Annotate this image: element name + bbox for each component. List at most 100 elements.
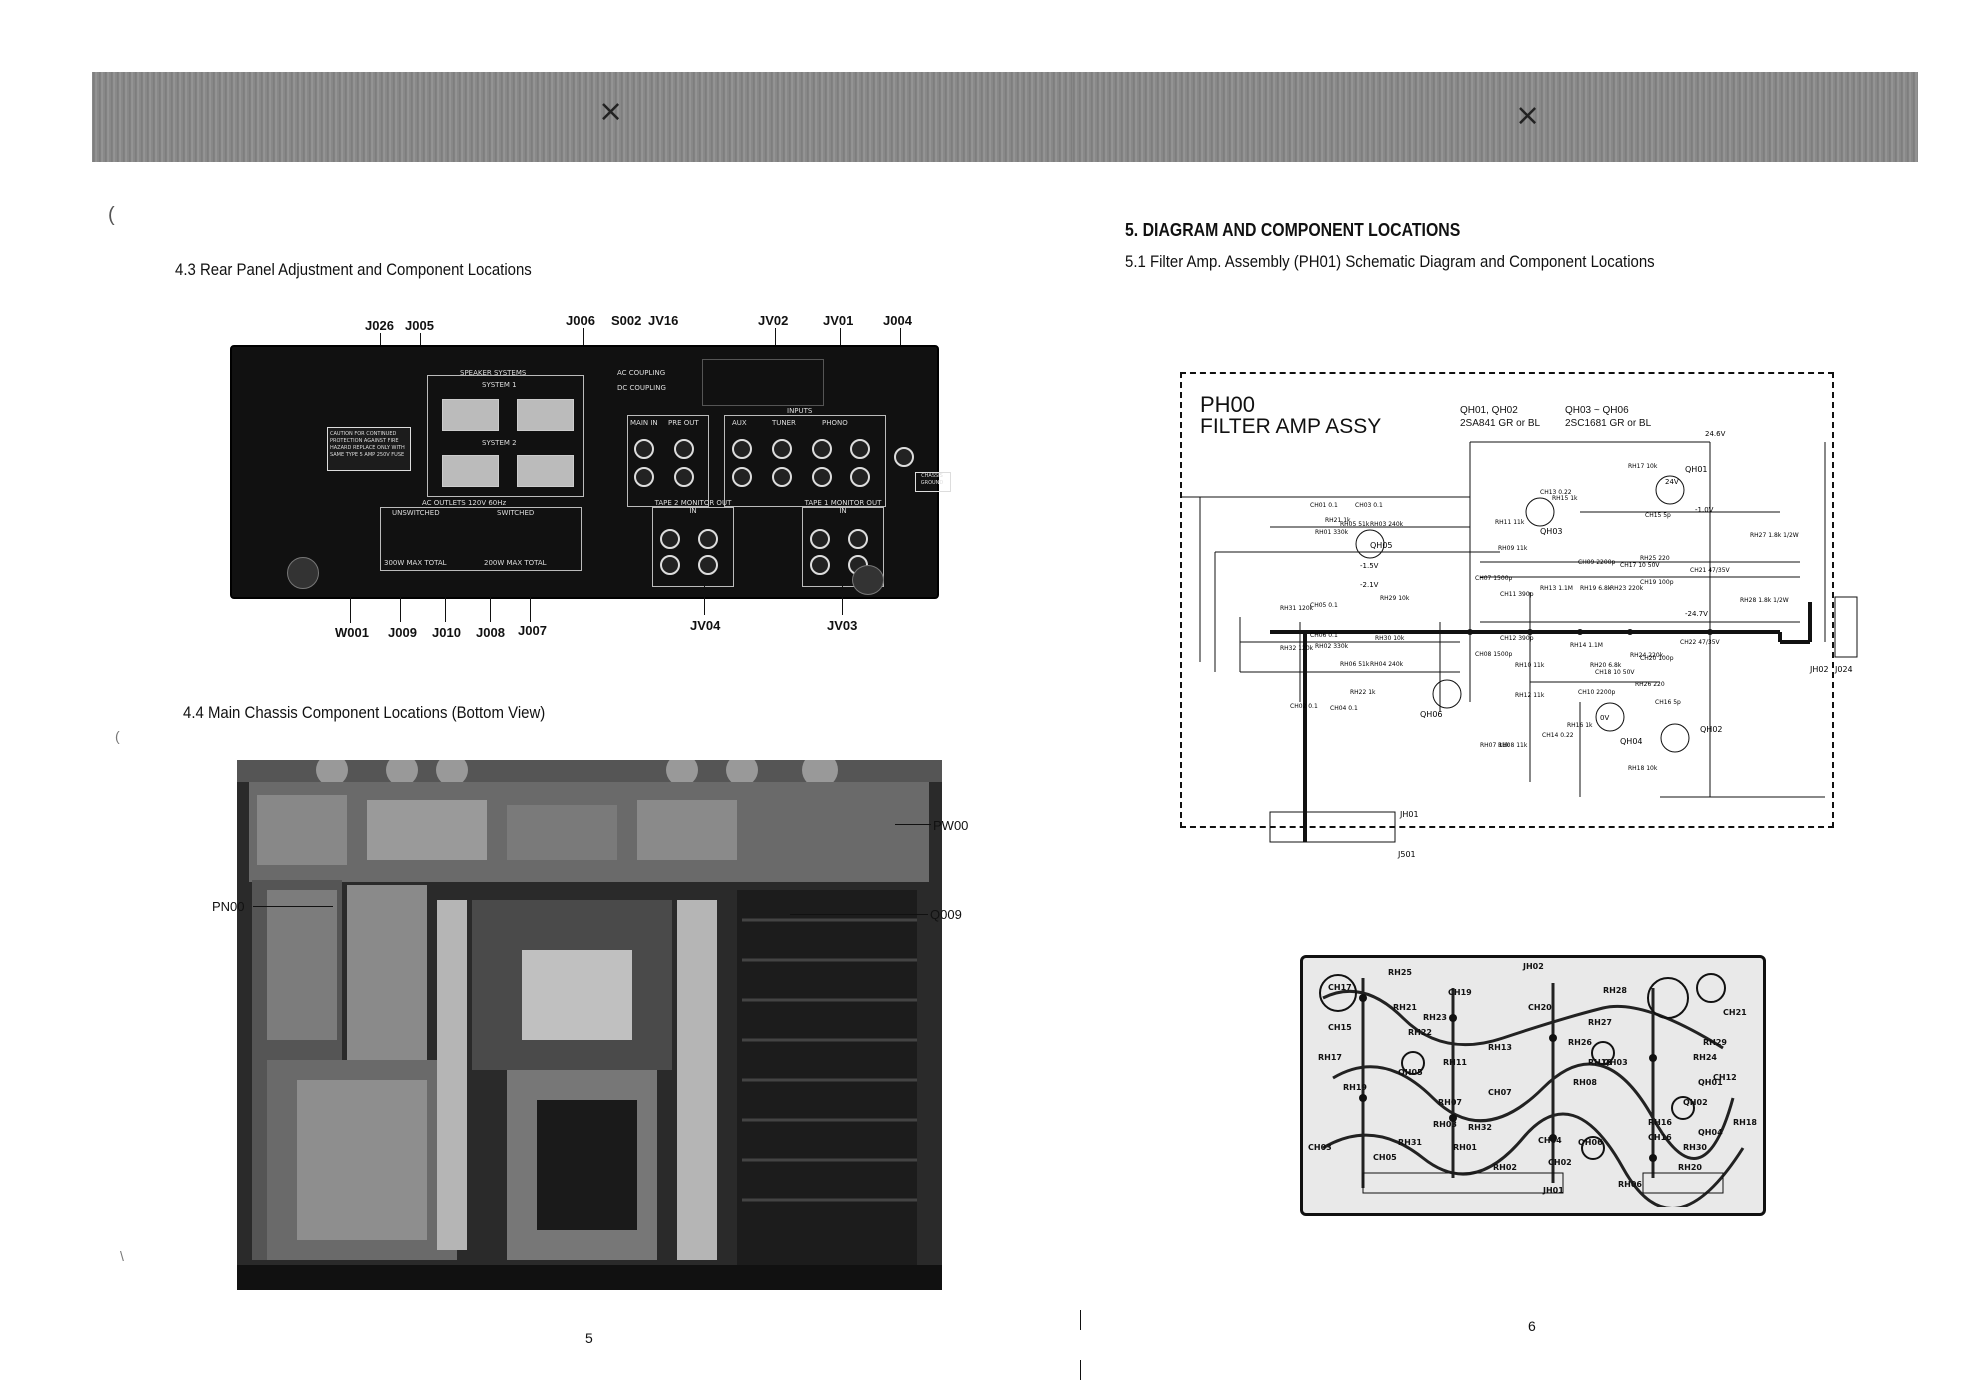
stray-mark-3: \ bbox=[120, 1248, 124, 1264]
pcb-label-ch21: CH21 bbox=[1723, 1008, 1747, 1017]
pcb-label-rh16: RH16 bbox=[1648, 1118, 1672, 1127]
connector-label-jh02: JH02 bbox=[1809, 665, 1829, 674]
comp-label-ch21: CH21 47/35V bbox=[1690, 567, 1731, 574]
connector-label-j024: J024 bbox=[1834, 665, 1853, 674]
pcb-label-rh25: RH25 bbox=[1388, 968, 1412, 977]
comp-label-ch18: CH18 10 50V bbox=[1595, 669, 1635, 676]
pcb-label-jh02: JH02 bbox=[1523, 962, 1544, 971]
fold-mark-1 bbox=[1080, 1310, 1081, 1330]
main-in-text: MAIN IN bbox=[630, 419, 658, 427]
pcb-label-ch15: CH15 bbox=[1328, 1023, 1352, 1032]
jack-tape2-in-l bbox=[698, 529, 718, 549]
chassis-bottom-view-photo bbox=[237, 752, 942, 1290]
system1-text: SYSTEM 1 bbox=[482, 381, 517, 389]
section-4-4-title: 4.4 Main Chassis Component Locations (Bo… bbox=[183, 703, 546, 722]
fold-mark-2 bbox=[1080, 1360, 1081, 1380]
page-number-right: 6 bbox=[1528, 1318, 1536, 1334]
pcb-label-ch12: CH12 bbox=[1713, 1073, 1737, 1082]
transistor-label-qh02: QH02 bbox=[1700, 725, 1723, 734]
comp-label-rh25: RH25 220 bbox=[1640, 555, 1670, 562]
chassis-ground-terminal bbox=[894, 447, 914, 467]
brand-plate bbox=[702, 359, 824, 406]
jack-phono1-r bbox=[850, 467, 870, 487]
dc-coupling-text: DC COUPLING bbox=[617, 384, 666, 392]
pcb-label-qh03: QH03 bbox=[1603, 1058, 1628, 1067]
transistor-label-qh03: QH03 bbox=[1540, 527, 1563, 536]
label-pw00: PW00 bbox=[933, 818, 969, 833]
label-jv03: JV03 bbox=[827, 618, 858, 633]
comp-label-rh10: RH10 11k bbox=[1515, 662, 1545, 669]
pcb-label-rh02: RH02 bbox=[1493, 1163, 1517, 1172]
jack-pre-out-l bbox=[674, 439, 694, 459]
pcb-label-qh01: QH01 bbox=[1698, 1078, 1723, 1087]
pcb-label-ch20: CH20 bbox=[1528, 1003, 1552, 1012]
unswitched-text: UNSWITCHED bbox=[392, 509, 440, 517]
pcb-label-qh04: QH04 bbox=[1698, 1128, 1723, 1137]
schematic-note-2a: QH03 ~ QH06 bbox=[1565, 405, 1629, 416]
comp-label-rh22: RH22 1k bbox=[1350, 689, 1376, 696]
jack-phono1-l bbox=[850, 439, 870, 459]
jack-tape1-out-l bbox=[810, 529, 830, 549]
chassis-photo-sketch bbox=[237, 752, 942, 1290]
crop-mark-left: ⨯ bbox=[598, 94, 624, 129]
leader-pw00 bbox=[895, 824, 931, 825]
comp-label-rh18: RH18 10k bbox=[1628, 765, 1658, 772]
label-j005: J005 bbox=[405, 318, 434, 333]
pcb-label-rh10: RH10 bbox=[1588, 1058, 1612, 1067]
speaker-systems-box bbox=[427, 375, 584, 497]
jack-pre-out-r bbox=[674, 467, 694, 487]
comp-label-rh23: RH23 220k bbox=[1610, 585, 1644, 592]
label-j004: J004 bbox=[883, 313, 912, 328]
stray-mark-2: ( bbox=[115, 728, 120, 744]
jack-tuner-r bbox=[772, 467, 792, 487]
pcb-label-rh30: RH30 bbox=[1683, 1143, 1707, 1152]
pcb-component-layout: RH25 JH02 CH19 RH23 RH28 CH21 CH17 RH21 … bbox=[1300, 955, 1766, 1216]
comp-label-rh03: RH03 240k bbox=[1370, 521, 1404, 528]
label-j007: J007 bbox=[518, 623, 547, 638]
comp-label-ch17: CH17 10 50V bbox=[1620, 562, 1660, 569]
jack-tape1-in-l bbox=[848, 529, 868, 549]
schematic-frame bbox=[1180, 372, 1834, 828]
jack-tape2-out-r bbox=[660, 555, 680, 575]
comp-label-rh19: RH19 6.8k bbox=[1580, 585, 1612, 592]
comp-label-rh16: RH16 1k bbox=[1567, 722, 1593, 729]
pcb-label-qh06: QH06 bbox=[1578, 1138, 1603, 1147]
jack-phono2-r bbox=[812, 467, 832, 487]
pcb-label-jh01: JH01 bbox=[1543, 1186, 1564, 1195]
comp-label-rh13: RH13 1.1M bbox=[1540, 585, 1573, 592]
comp-label-ch14: CH14 0.22 bbox=[1542, 732, 1574, 739]
leader-j007 bbox=[530, 580, 531, 622]
label-jv04: JV04 bbox=[690, 618, 721, 633]
comp-label-ch09: CH09 2200p bbox=[1578, 559, 1616, 566]
voltage-label-neg1-5v: -1.5V bbox=[1360, 562, 1379, 570]
section-4-3-title: 4.3 Rear Panel Adjustment and Component … bbox=[175, 260, 532, 279]
voltage-label-0v: 0V bbox=[1600, 714, 1609, 722]
comp-label-rh11: RH11 11k bbox=[1495, 519, 1525, 526]
label-j008: J008 bbox=[476, 625, 505, 640]
label-j010: J010 bbox=[432, 625, 461, 640]
label-jv16: JV16 bbox=[648, 313, 679, 328]
tape2-text: TAPE 2 MONITOR OUT IN bbox=[654, 499, 732, 515]
page-number-left: 5 bbox=[585, 1330, 593, 1346]
schematic-title-2: FILTER AMP ASSY bbox=[1200, 415, 1382, 438]
schematic-note-2b: 2SC1681 GR or BL bbox=[1565, 418, 1652, 429]
leader-j010 bbox=[445, 580, 446, 622]
speaker-systems-text: SPEAKER SYSTEMS bbox=[460, 369, 527, 377]
pcb-label-rh17: RH17 bbox=[1318, 1053, 1342, 1062]
leader-jv03 bbox=[842, 575, 843, 615]
pcb-label-ch04: CH04 bbox=[1538, 1136, 1562, 1145]
comp-label-rh21: RH21 1k bbox=[1325, 517, 1351, 524]
comp-label-ch01: CH01 0.1 bbox=[1310, 502, 1338, 509]
aux-text: AUX bbox=[732, 419, 747, 427]
tape1-text: TAPE 1 MONITOR OUT IN bbox=[804, 499, 882, 515]
comp-label-rh30: RH30 10k bbox=[1375, 635, 1405, 642]
schematic-note-1a: QH01, QH02 bbox=[1460, 405, 1518, 416]
label-j026: J026 bbox=[365, 318, 394, 333]
voltage-label-neg1v: -1.0V bbox=[1695, 506, 1714, 514]
tape1-box bbox=[802, 507, 884, 587]
pcb-label-rh20: RH20 bbox=[1678, 1163, 1702, 1172]
comp-label-rh32: RH32 120k bbox=[1280, 645, 1314, 652]
pcb-label-ch03: CH03 bbox=[1308, 1143, 1332, 1152]
speaker-terminal-4 bbox=[517, 455, 574, 487]
schematic-title-1: PH00 bbox=[1200, 392, 1256, 417]
